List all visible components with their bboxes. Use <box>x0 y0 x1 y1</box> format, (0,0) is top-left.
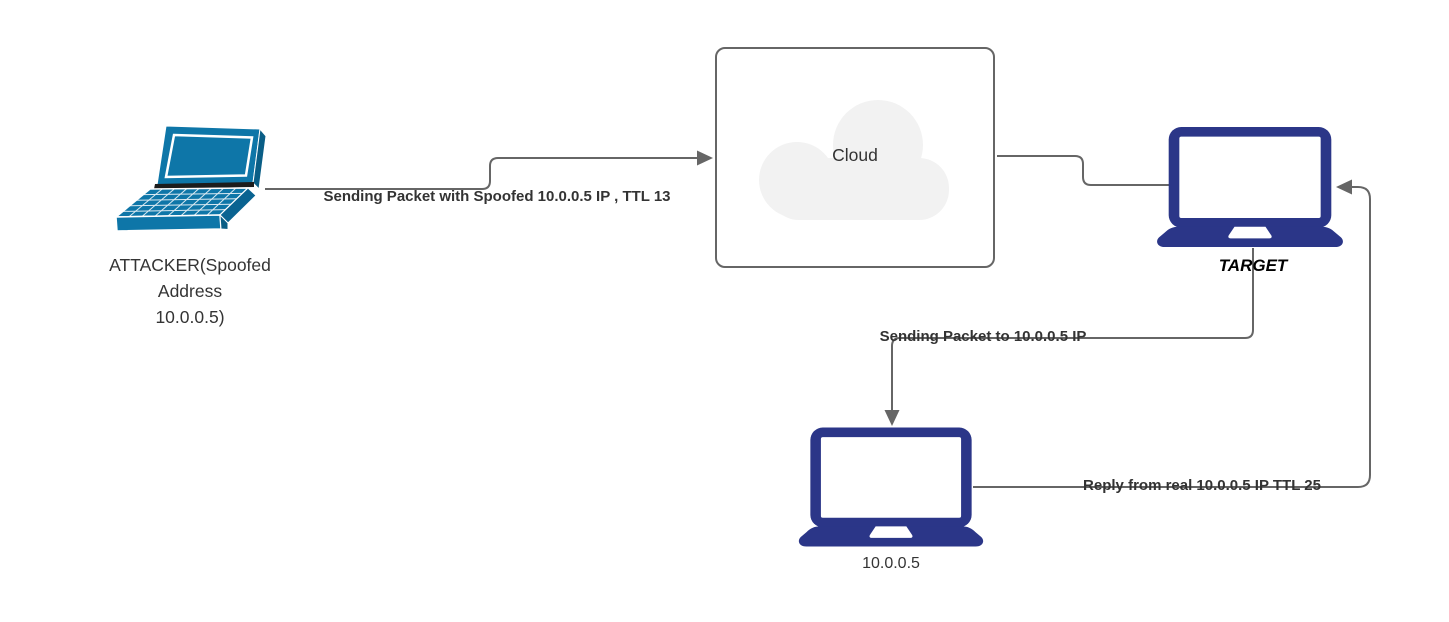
arrowhead-into-real-host <box>884 410 900 426</box>
attacker-label: ATTACKER(Spoofed Address 10.0.0.5) <box>109 252 271 330</box>
target-label: TARGET <box>1218 256 1288 275</box>
edge-real-host-to-target <box>973 186 1371 488</box>
target-node <box>1153 127 1347 248</box>
edge-label-reply: Reply from real 10.0.0.5 IP TTL 25 <box>1083 477 1321 494</box>
arrowhead-into-target <box>1336 179 1352 195</box>
laptop-front-icon <box>1157 127 1343 248</box>
edge-label-spoofed-packet: Sending Packet with Spoofed 10.0.0.5 IP … <box>323 188 671 205</box>
attacker-label-line3: 10.0.0.5) <box>155 307 225 327</box>
attacker-label-line2: Address <box>157 281 223 301</box>
real-host-node <box>795 427 987 548</box>
attacker-label-line1: ATTACKER(Spoofed <box>109 255 271 275</box>
edge-cloud-to-target <box>997 155 1171 186</box>
real-host-label: 10.0.0.5 <box>862 555 920 572</box>
laptop-front-icon <box>798 427 984 547</box>
laptop-3d-icon <box>113 125 267 232</box>
attacker-node <box>98 122 268 237</box>
edge-label-packet-to-real-host: Sending Packet to 10.0.0.5 IP <box>879 328 1087 345</box>
edge-target-to-real-host <box>891 248 1254 411</box>
cloud-label: Cloud <box>832 145 878 165</box>
cloud-node: Cloud <box>715 47 995 268</box>
edge-attacker-to-cloud <box>265 157 699 190</box>
arrowhead-into-cloud <box>697 150 713 166</box>
cloud-icon <box>759 100 949 220</box>
